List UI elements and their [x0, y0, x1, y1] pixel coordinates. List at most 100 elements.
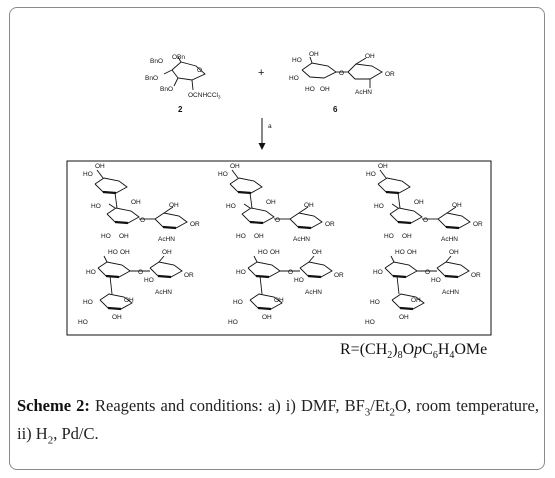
- r-group-definition: R=(CH2)8OpC6H4OMe: [340, 341, 488, 362]
- ring-bold-edge: [307, 274, 322, 279]
- bond-line: [109, 275, 113, 295]
- sugar-ring: [241, 207, 275, 224]
- glyco-o-label: O: [138, 269, 143, 276]
- ho-label: HO: [395, 249, 405, 256]
- ho-label: HO: [144, 277, 154, 284]
- ring-bold-edge: [105, 274, 120, 279]
- sugar-ring: [436, 261, 470, 278]
- oh-label: OH: [119, 233, 129, 240]
- oh-label: OH: [304, 202, 314, 209]
- ho2-label: HO: [289, 75, 299, 82]
- ring-bold-edge: [249, 220, 264, 225]
- obn-top-label: OBn: [172, 54, 185, 61]
- ring-o-label: O: [197, 67, 202, 74]
- oh-label: OH: [407, 249, 417, 256]
- oh-label: OH: [112, 314, 122, 321]
- sugar-ring: [94, 177, 128, 194]
- ho-label: HO: [236, 269, 246, 276]
- bond-line: [231, 169, 239, 179]
- sugar-ring: [154, 212, 188, 229]
- product-box: [66, 160, 492, 336]
- sugar-ring: [149, 261, 183, 278]
- ho-label: HO: [294, 277, 304, 284]
- bno-low-label: BnO: [160, 86, 173, 93]
- bno-top-label: BnO: [150, 58, 163, 65]
- ho-label: HO: [431, 277, 441, 284]
- ring-bold-edge: [157, 274, 172, 279]
- or-label: OR: [471, 272, 481, 279]
- ring-bold-edge: [392, 274, 407, 279]
- oh3-label: OH: [365, 53, 375, 60]
- ring-bold-edge: [162, 225, 177, 230]
- compound-6: HO OH OH HO HO OH O OR AcHN 6: [289, 51, 395, 114]
- sugar-ring: [247, 261, 281, 278]
- bond-line: [249, 192, 253, 209]
- oh-label: OH: [262, 314, 272, 321]
- ho-label: HO: [86, 269, 96, 276]
- bond-line: [259, 275, 263, 295]
- oh-label: OH: [452, 202, 462, 209]
- sugar-ring: [97, 261, 131, 278]
- oh2-label: OH: [320, 86, 330, 93]
- ho-label: HO: [370, 299, 380, 306]
- glyco-o-label: O: [140, 217, 145, 224]
- glyco-o-label: O: [425, 269, 430, 276]
- or-label: OR: [385, 71, 395, 78]
- sugar-ring: [106, 207, 140, 224]
- bond-line: [308, 255, 315, 263]
- compound-6-number: 6: [333, 105, 338, 114]
- bond-line: [396, 275, 400, 295]
- oh-label: OH: [312, 249, 322, 256]
- achn-label: AcHN: [441, 236, 458, 243]
- oh-label: OH: [402, 233, 412, 240]
- oh-label: OH: [230, 163, 240, 170]
- oh-label: OH: [274, 297, 284, 304]
- sugar-ring: [384, 261, 418, 278]
- sugar-ring: [229, 177, 263, 194]
- glyco-o-label: O: [275, 217, 280, 224]
- bond-line: [108, 203, 116, 209]
- oh-label: OH: [120, 249, 130, 256]
- ho-label: HO: [374, 203, 384, 210]
- or-label: OR: [334, 272, 344, 279]
- ring-bold-edge: [297, 225, 312, 230]
- ring-bold-edge: [255, 274, 270, 279]
- arrow-label: a: [268, 123, 272, 130]
- bno-mid-label: BnO: [145, 75, 158, 82]
- oh-label: OH: [270, 249, 280, 256]
- ocnhccl3-label: OCNHCCl3: [188, 92, 221, 100]
- bond-line: [96, 169, 104, 179]
- ho-label: HO: [373, 269, 383, 276]
- glyco-o-label: O: [288, 269, 293, 276]
- oh-label: OH: [378, 163, 388, 170]
- or-label: OR: [325, 221, 335, 228]
- ring-bold-edge: [257, 306, 272, 311]
- ho-label: HO: [91, 203, 101, 210]
- bond-line: [163, 206, 174, 214]
- oh-label: OH: [169, 202, 179, 209]
- ho-label: HO: [83, 171, 93, 178]
- or-label: OR: [190, 221, 200, 228]
- oh-label: OH: [95, 163, 105, 170]
- sugar-ring: [437, 212, 471, 229]
- achn-label: AcHN: [158, 236, 175, 243]
- sugar-ring: [377, 177, 411, 194]
- achn-label: AcHN: [305, 289, 322, 296]
- ring-bold-edge: [114, 220, 129, 225]
- or-label: OR: [184, 272, 194, 279]
- oh-label: OH: [414, 199, 424, 206]
- sugar-ring: [299, 261, 333, 278]
- ring-bold-edge: [102, 190, 117, 195]
- ring-bold-edge: [107, 306, 122, 311]
- oh-label: OH: [411, 297, 421, 304]
- achn-label: AcHN: [293, 236, 310, 243]
- ring-bold-edge: [397, 220, 412, 225]
- bond-line: [446, 206, 457, 214]
- ho3-label: HO: [305, 86, 315, 93]
- bond-line: [243, 203, 251, 209]
- sugar-ring: [389, 207, 423, 224]
- reaction-arrow: a: [258, 118, 272, 150]
- ring-bold-edge: [444, 274, 459, 279]
- oh-label: OH: [266, 199, 276, 206]
- ring-bold-edge: [237, 190, 252, 195]
